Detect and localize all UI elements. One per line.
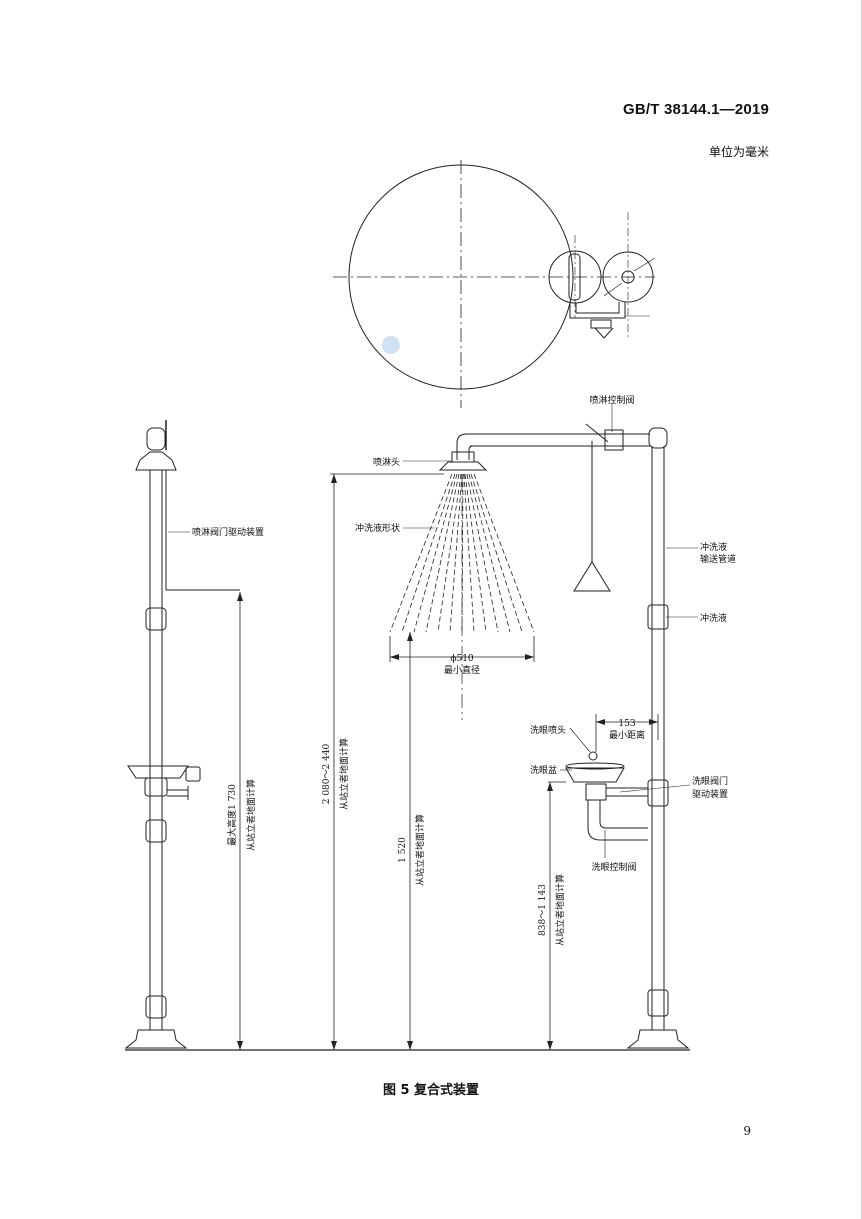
label-eyewash-actuator-1: 洗眼阀门 <box>692 775 728 787</box>
label-flush-shape: 冲洗液形状 <box>355 522 400 534</box>
front-elevation <box>438 423 690 1049</box>
dim-from-floor-2: 从站立者地面计算 <box>338 738 350 810</box>
unit-note: 单位为毫米 <box>708 145 769 159</box>
label-spray-valve-actuator: 喷淋阀门驱动装置 <box>192 526 264 538</box>
label-spray-head: 喷淋头 <box>373 456 400 468</box>
label-flush-pipe-1: 冲洗液 <box>700 541 727 553</box>
label-eyewash-valve: 洗眼控制阀 <box>591 861 636 873</box>
label-eyewash-nozzle: 洗眼喷头 <box>530 724 566 736</box>
dim-max-height: 最大高度1 730 <box>226 784 238 846</box>
dim-spray-diameter: ϕ510 <box>450 654 474 664</box>
side-elevation <box>124 420 240 1049</box>
dim-from-floor-1: 从站立者地面计算 <box>245 779 257 851</box>
plan-view <box>333 160 656 408</box>
dim-eyewash-height: 838～1 143 <box>538 884 548 936</box>
page-number: 9 <box>743 1124 751 1138</box>
label-flush-pipe-2: 输送管道 <box>700 553 736 565</box>
dim-min-distance: 153 <box>618 719 635 729</box>
dim-spray-height: 2 080～2 440 <box>322 743 332 804</box>
label-eyewash-basin: 洗眼盆 <box>530 764 557 776</box>
dim-from-floor-3: 从站立者地面计算 <box>414 814 426 886</box>
dim-spray-min-height: 1 520 <box>398 837 408 863</box>
label-spray-valve: 喷淋控制阀 <box>589 394 634 406</box>
figure-caption: 图 5 复合式装置 <box>382 1083 480 1098</box>
label-flush-fluid: 冲洗液 <box>700 612 727 624</box>
dim-spray-diameter-note: 最小直径 <box>444 664 480 676</box>
label-eyewash-actuator-2: 驱动装置 <box>692 788 728 800</box>
standard-number: GB/T 38144.1—2019 <box>623 101 769 118</box>
dim-from-floor-4: 从站立者地面计算 <box>554 874 566 946</box>
dim-min-distance-note: 最小距离 <box>609 729 645 741</box>
